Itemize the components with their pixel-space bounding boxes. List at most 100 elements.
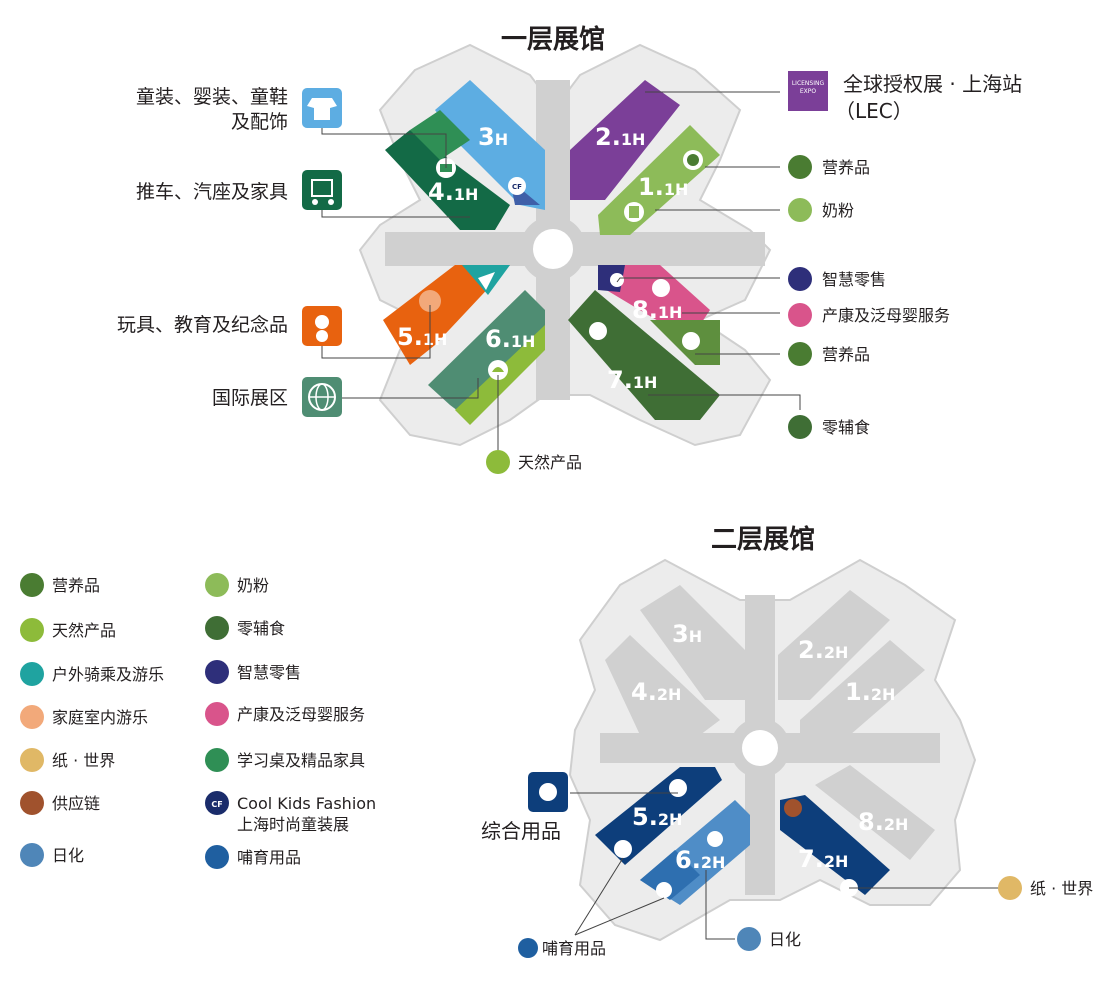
svg-text:智慧零售: 智慧零售	[822, 270, 886, 289]
callout-nutrition-bottom[interactable]: 营养品	[788, 342, 870, 366]
svg-text:综合用品: 综合用品	[481, 819, 561, 843]
hall-4.2H[interactable]: 4.2H	[605, 635, 720, 735]
svg-text:奶粉: 奶粉	[237, 576, 269, 595]
svg-text:Cool Kids Fashion: Cool Kids Fashion	[237, 794, 376, 813]
diaper-icon	[998, 876, 1022, 900]
svg-text:LICENSING: LICENSING	[792, 80, 825, 87]
smart-retail-icon	[610, 273, 624, 287]
hall-1.1H[interactable]: 1.1H	[598, 125, 720, 235]
callout-maternity[interactable]: 产康及泛母婴服务	[788, 303, 950, 327]
svg-text:产康及泛母婴服务: 产康及泛母婴服务	[237, 705, 365, 724]
hall-6.2H[interactable]: 6.2H	[640, 800, 750, 905]
feeding-bottle-icon	[205, 845, 229, 869]
svg-text:玩具、教育及纪念品: 玩具、教育及纪念品	[117, 313, 288, 336]
svg-text:奶粉: 奶粉	[822, 201, 854, 220]
hall-2.1H[interactable]: 2.1H	[570, 80, 680, 200]
svg-text:8.2H: 8.2H	[858, 808, 908, 836]
svg-text:1.1H: 1.1H	[638, 173, 688, 201]
callout-milk-powder[interactable]: 奶粉	[788, 198, 854, 222]
legend-item: 天然产品	[20, 618, 116, 642]
hall-3H-floor2[interactable]: 3H	[640, 585, 745, 700]
svg-text:全球授权展 · 上海站: 全球授权展 · 上海站	[843, 72, 1022, 96]
legend: 营养品 天然产品 户外骑乘及游乐 家庭室内游乐 纸 · 世界 供应链 日化	[20, 573, 376, 869]
svg-text:日化: 日化	[769, 930, 801, 949]
diaper-icon	[20, 748, 44, 772]
feeding-bottle-icon	[656, 882, 672, 898]
legend-item: 智慧零售	[205, 660, 301, 684]
floor2-title: 二层展馆	[711, 524, 815, 555]
hall-2.2H[interactable]: 2.2H	[778, 590, 890, 700]
paper-plane-icon	[20, 662, 44, 686]
floor1-base	[358, 43, 772, 447]
callout-nutrition-top[interactable]: 营养品	[788, 155, 870, 179]
hall-1.2H[interactable]: 1.2H	[800, 640, 925, 735]
svg-text:产康及泛母婴服务: 产康及泛母婴服务	[822, 306, 950, 325]
pacifier-icon	[669, 779, 687, 797]
snacks-icon	[788, 415, 812, 439]
callout-natural[interactable]: 天然产品	[486, 450, 582, 474]
lec-logo	[788, 71, 828, 111]
cf-logo-icon	[508, 177, 526, 195]
feeding-bottle-icon	[518, 938, 538, 958]
callout-toys[interactable]: 玩具、教育及纪念品	[117, 306, 342, 346]
gear-icon	[784, 799, 802, 817]
legend-item: 家庭室内游乐	[20, 705, 148, 729]
callout-snacks[interactable]: 零辅食	[788, 415, 870, 439]
legend-item: 产康及泛母婴服务	[205, 702, 365, 726]
svg-text:1.2H: 1.2H	[845, 678, 895, 706]
legend-item: 纸 · 世界	[20, 748, 115, 772]
legend-item: 学习桌及精品家具	[205, 748, 365, 772]
hall-3H[interactable]: 3H CF	[435, 80, 545, 210]
hall-4.1H[interactable]: 4.1H	[385, 110, 510, 230]
svg-text:智慧零售: 智慧零售	[237, 663, 301, 682]
natural-icon	[20, 618, 44, 642]
maternity-heart-icon	[205, 702, 229, 726]
callout-paper-world[interactable]: 纸 · 世界	[998, 876, 1093, 900]
svg-text:8.1H: 8.1H	[632, 296, 682, 324]
daily-chem-icon	[737, 927, 761, 951]
svg-text:7.1H: 7.1H	[607, 366, 657, 394]
svg-text:EXPO: EXPO	[800, 88, 817, 95]
svg-text:纸 · 世界: 纸 · 世界	[1030, 879, 1093, 898]
svg-text:及配饰: 及配饰	[231, 111, 288, 133]
stroller-icon	[302, 170, 342, 210]
callout-feeding[interactable]: 哺育用品	[518, 938, 606, 958]
hall-8.2H[interactable]: 8.2H	[815, 765, 935, 860]
maternity-heart-icon	[652, 279, 670, 297]
milk-powder-icon	[205, 573, 229, 597]
smart-retail-icon	[205, 660, 229, 684]
callout-kids-apparel[interactable]: 童装、婴装、童鞋 及配饰	[136, 86, 342, 133]
maternity-heart-icon	[788, 303, 812, 327]
legend-item: 奶粉	[205, 573, 269, 597]
callout-strollers[interactable]: 推车、汽座及家具	[136, 170, 342, 210]
milk-powder-icon	[788, 198, 812, 222]
callout-international[interactable]: 国际展区	[212, 377, 342, 417]
legend-item: 哺育用品	[205, 845, 301, 869]
hall-5.1H[interactable]: 5.1H	[383, 265, 510, 365]
feeding-bottle-icon	[614, 840, 632, 858]
callout-daily-chem[interactable]: 日化	[737, 927, 801, 951]
nutrition-icon	[788, 155, 812, 179]
hall-7.2H[interactable]: 7.2H	[780, 795, 890, 897]
natural-icon	[486, 450, 510, 474]
svg-text:4.2H: 4.2H	[631, 678, 681, 706]
callout-lec[interactable]: LICENSING EXPO 全球授权展 · 上海站 （LEC）	[788, 71, 1022, 123]
legend-item: CF Cool Kids Fashion 上海时尚童装展	[205, 791, 376, 834]
floor2-leaders	[570, 792, 1000, 940]
svg-text:家庭室内游乐: 家庭室内游乐	[52, 708, 148, 727]
svg-text:CF: CF	[211, 800, 222, 809]
svg-text:零辅食: 零辅食	[822, 418, 870, 437]
hall-6.1H[interactable]: 6.1H	[428, 290, 545, 425]
svg-text:3H: 3H	[478, 123, 508, 151]
floor1-map: 一层展馆 3H CF 4.1H 2.1H	[117, 24, 1022, 474]
hall-5.2H[interactable]: 5.2H	[595, 767, 722, 865]
legend-item: 供应链	[20, 791, 100, 815]
daily-chem-icon	[20, 843, 44, 867]
svg-text:5.2H: 5.2H	[632, 803, 682, 831]
svg-text:营养品: 营养品	[52, 576, 100, 595]
callout-general-goods[interactable]: 综合用品	[481, 772, 568, 843]
nutrition-icon	[682, 332, 700, 350]
legend-item: 零辅食	[205, 616, 285, 640]
svg-text:国际展区: 国际展区	[212, 387, 288, 409]
callout-smart-retail[interactable]: 智慧零售	[788, 267, 886, 291]
